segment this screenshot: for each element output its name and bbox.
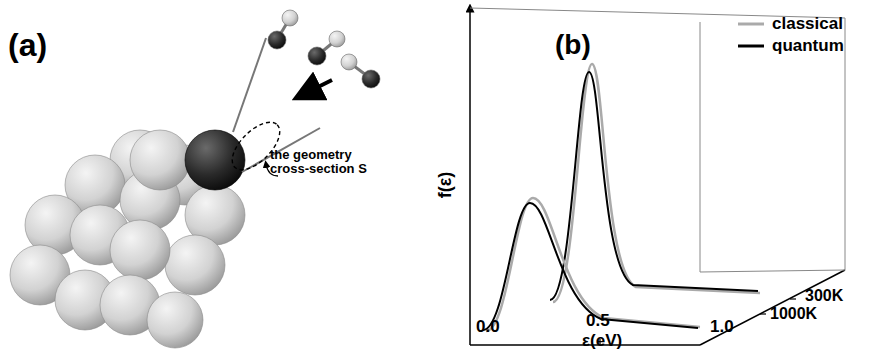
quantum-curve-1000k [483, 203, 698, 330]
classical-curve-1000k [486, 198, 700, 331]
depth-label: 300K [805, 287, 843, 305]
tick-label: 1.0 [710, 318, 734, 337]
legend-line-sample [738, 19, 764, 29]
legend-item: quantum [738, 36, 844, 56]
incoming-arrow [306, 80, 332, 93]
atom-cluster [10, 130, 245, 348]
depth-label: 1000K [770, 305, 817, 323]
tick-label: 0.0 [476, 318, 500, 337]
panel-label: (b) [555, 30, 591, 61]
panel-label: (a) [8, 28, 47, 63]
axis-title: f(ε) [436, 172, 456, 199]
active-site-atom [185, 130, 245, 190]
legend-line-sample [738, 41, 764, 51]
tick-label: 0.5 [586, 312, 610, 331]
callout-label: the geometry cross-section S [270, 148, 380, 177]
plot-frame [470, 8, 845, 345]
molecules [268, 10, 380, 88]
quantum-curve-300k [550, 72, 758, 300]
legend-item: classical [738, 14, 843, 34]
axis-title: ε(eV) [582, 332, 622, 351]
legend-text: quantum [772, 36, 844, 56]
classical-curve-300k [553, 64, 760, 302]
legend-text: classical [772, 14, 843, 34]
